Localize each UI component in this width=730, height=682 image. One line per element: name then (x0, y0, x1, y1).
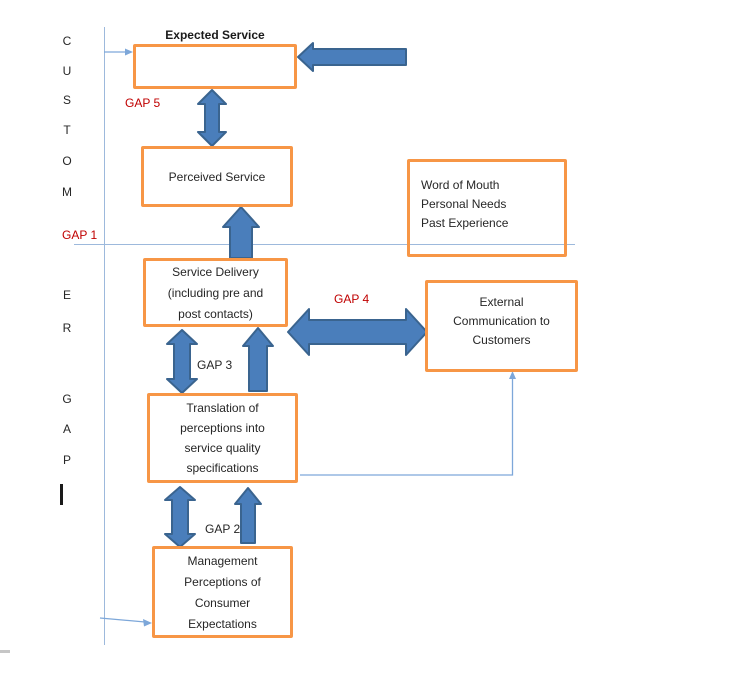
gap3-label: GAP 3 (197, 358, 233, 372)
box-line: specifications (186, 461, 259, 475)
axis-to-management-connector[interactable] (99, 617, 146, 623)
expected-service-box[interactable] (133, 44, 297, 89)
translation-to-external-connector[interactable] (300, 378, 514, 476)
box-line: Expectations (188, 617, 257, 631)
word-of-mouth-to-expected-arrow[interactable] (297, 42, 407, 72)
box-line: Translation of (186, 401, 259, 415)
box-line: Perceptions of (184, 575, 261, 589)
gap-letter: G (62, 392, 72, 406)
customer-letter: E (62, 288, 71, 302)
external-communication-box[interactable]: External Communication to Customers (425, 280, 578, 372)
word-of-mouth-box[interactable]: Word of Mouth Personal Needs Past Experi… (407, 159, 567, 257)
customer-letter: C (62, 34, 72, 48)
box-line: post contacts) (178, 307, 253, 321)
gap2-double-arrow[interactable] (164, 486, 196, 548)
perceived-service-box[interactable]: Perceived Service (141, 146, 293, 207)
gap5-label: GAP 5 (125, 96, 161, 110)
box-line: Word of Mouth (421, 178, 500, 192)
box-line: Consumer (194, 596, 251, 610)
gap5-double-arrow[interactable] (197, 89, 227, 147)
management-to-translation-arrow[interactable] (234, 487, 262, 544)
box-line: perceptions into (180, 421, 265, 435)
box-line: Customers (472, 333, 531, 347)
customer-letter: M (62, 185, 72, 199)
page-margin-mark (0, 650, 10, 653)
box-line: Communication to (453, 314, 550, 328)
translation-to-external-arrowhead-icon (509, 371, 516, 379)
text-cursor (60, 484, 63, 505)
customer-letter: U (62, 64, 72, 78)
box-line: Management (187, 554, 258, 568)
customer-letter: T (63, 123, 71, 137)
axis-to-management-arrowhead-icon (143, 619, 152, 627)
translation-box[interactable]: Translation of perceptions into service … (147, 393, 298, 483)
gap1-label: GAP 1 (62, 228, 98, 242)
customer-letter: S (62, 93, 71, 107)
axis-to-expected-arrowhead-icon (125, 48, 133, 56)
box-line: service quality (184, 441, 261, 455)
box-line: (including pre and (167, 286, 264, 300)
gap2-label: GAP 2 (205, 522, 241, 536)
box-line: Service Delivery (172, 265, 259, 279)
service-delivery-box[interactable]: Service Delivery (including pre and post… (143, 258, 288, 327)
box-line: Past Experience (421, 216, 509, 230)
box-line: External (479, 295, 524, 309)
gap-letter: P (62, 453, 71, 467)
box-line: Personal Needs (421, 197, 507, 211)
gap3-double-arrow[interactable] (166, 329, 198, 394)
perceived-service-label: Perceived Service (168, 169, 266, 184)
gap4-label: GAP 4 (334, 292, 370, 306)
gap4-double-arrow[interactable] (287, 308, 428, 356)
translation-to-delivery-arrow[interactable] (242, 327, 274, 392)
customer-letter: R (62, 321, 72, 335)
gap-letter: A (62, 422, 71, 436)
expected-service-title: Expected Service (165, 28, 265, 42)
delivery-to-perceived-arrow[interactable] (222, 206, 260, 259)
customer-letter: O (62, 154, 72, 168)
management-perceptions-box[interactable]: Management Perceptions of Consumer Expec… (152, 546, 293, 638)
